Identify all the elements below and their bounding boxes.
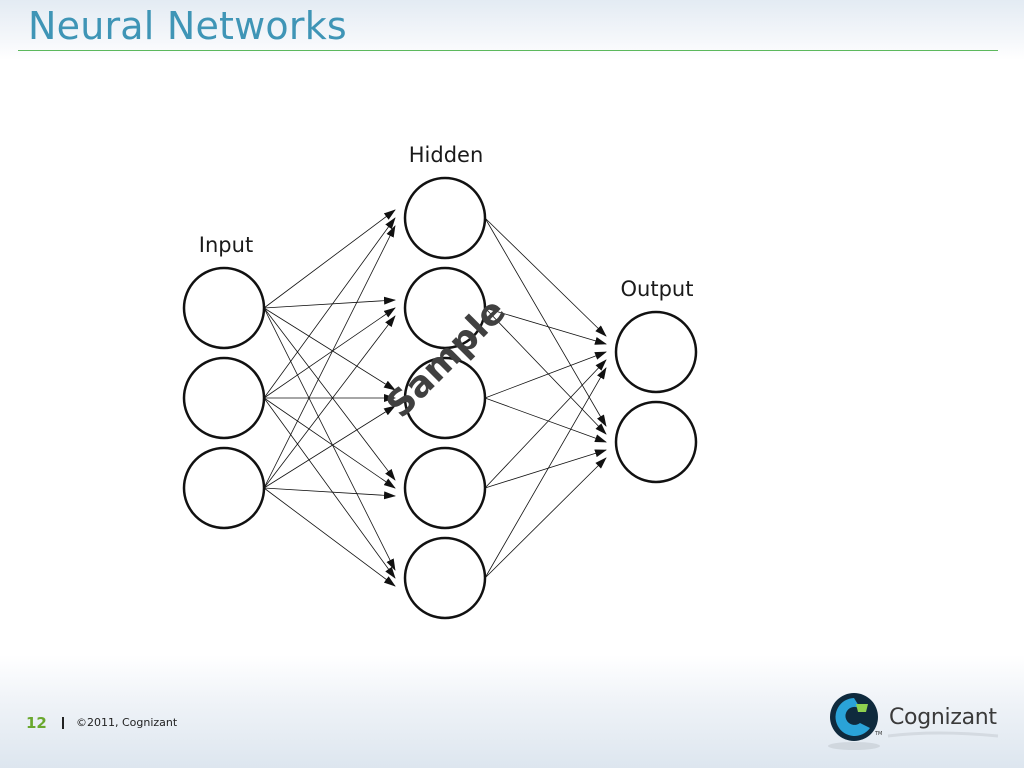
edge-hidden-1-to-output-2	[484, 217, 607, 427]
edge-hidden-2-to-output-1	[484, 307, 607, 345]
edge-input-3-to-hidden-3	[263, 405, 396, 489]
hidden-node-4	[403, 446, 487, 530]
hidden-node-5	[403, 536, 487, 620]
copyright-text: ©2011, Cognizant	[76, 716, 178, 729]
layer-label-output: Output	[621, 277, 694, 301]
hidden-node-3	[403, 356, 487, 440]
page-number: 12	[26, 714, 47, 732]
network-nodes	[182, 176, 698, 620]
edge-input-2-to-hidden-4	[263, 397, 396, 489]
edge-input-2-to-hidden-1	[263, 217, 396, 399]
edge-hidden-3-to-output-1	[484, 351, 607, 399]
edge-hidden-3-to-output-2	[484, 397, 607, 443]
edge-input-1-to-hidden-1	[263, 209, 396, 309]
edge-input-1-to-hidden-3	[263, 307, 396, 391]
edge-hidden-5-to-output-1	[484, 367, 607, 579]
edge-input-1-to-hidden-4	[263, 307, 396, 481]
input-node-3	[182, 446, 266, 530]
logo-trademark: TM	[875, 731, 883, 737]
edge-input-3-to-hidden-4	[263, 487, 396, 500]
edge-input-2-to-hidden-5	[263, 397, 396, 579]
edge-input-1-to-hidden-5	[263, 307, 396, 571]
edge-hidden-4-to-output-1	[484, 359, 607, 489]
edge-input-3-to-hidden-1	[263, 225, 396, 489]
edge-input-3-to-hidden-2	[263, 315, 396, 489]
hidden-node-1	[403, 176, 487, 260]
connection-edges	[263, 209, 607, 587]
layer-label-hidden: Hidden	[409, 143, 484, 167]
edge-hidden-2-to-output-2	[484, 307, 607, 435]
hidden-node-2	[403, 266, 487, 350]
input-node-1	[182, 266, 266, 350]
title-divider	[18, 50, 998, 51]
input-node-2	[182, 356, 266, 440]
edge-input-2-to-hidden-2	[263, 307, 396, 399]
slide-title: Neural Networks	[28, 4, 347, 48]
footer-separator	[62, 717, 64, 729]
edge-hidden-1-to-output-1	[484, 217, 607, 337]
edge-hidden-5-to-output-2	[484, 457, 607, 579]
edge-input-3-to-hidden-5	[263, 487, 396, 587]
cognizant-logo: Cognizant TM	[826, 690, 1006, 756]
layer-label-input: Input	[199, 233, 253, 257]
logo-wordmark: Cognizant	[889, 705, 997, 730]
edge-hidden-4-to-output-2	[484, 449, 607, 489]
output-node-2	[614, 400, 698, 484]
output-node-1	[614, 310, 698, 394]
cognizant-logo-icon	[828, 693, 999, 750]
edge-input-1-to-hidden-2	[263, 296, 396, 309]
